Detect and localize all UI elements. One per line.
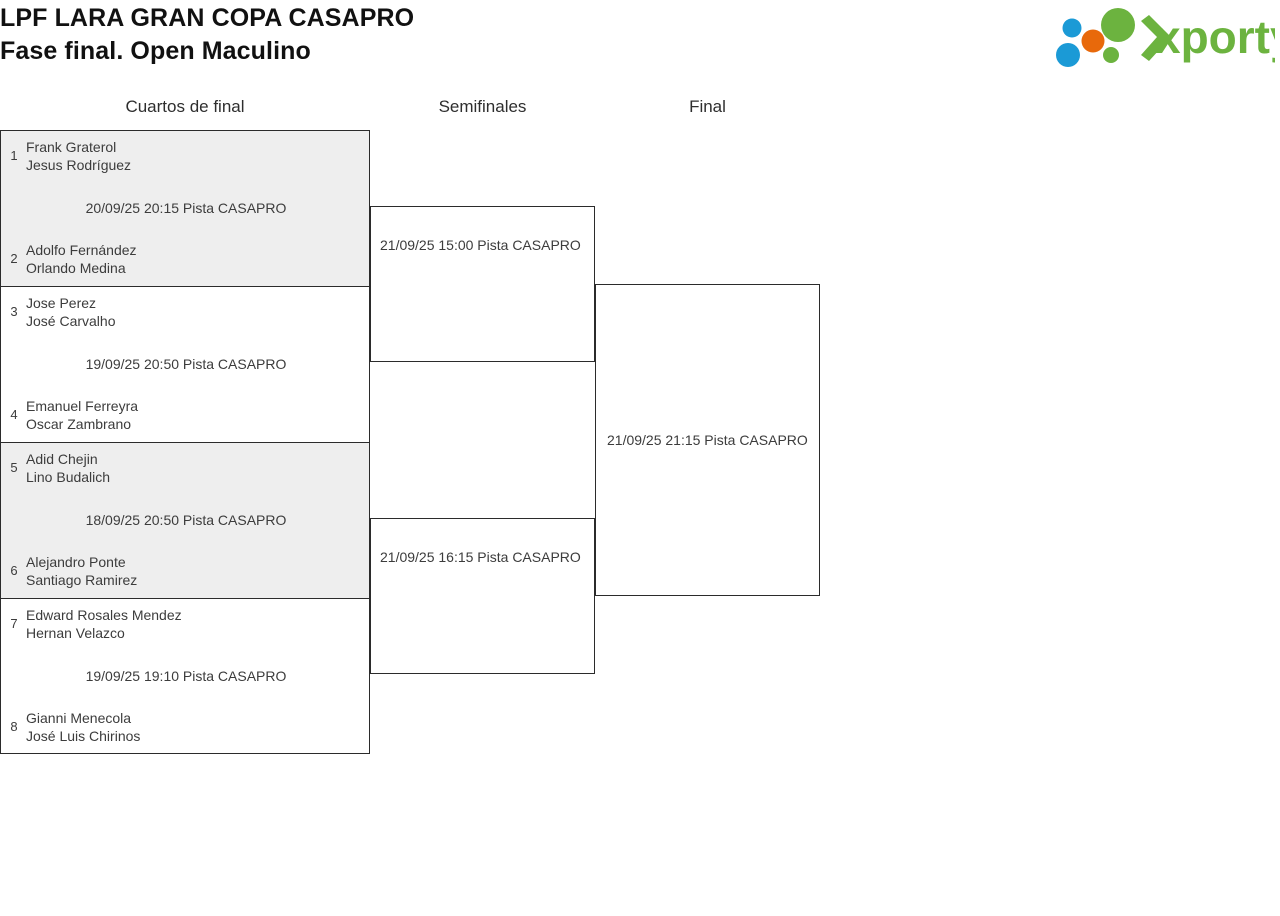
team-name: Alejandro Ponte Santiago Ramirez <box>26 553 361 589</box>
match-card-sf-1[interactable]: 21/09/25 15:00 Pista CASAPRO <box>370 206 595 362</box>
match-card-qf-1[interactable]: 1 Frank Graterol Jesus Rodríguez 20/09/2… <box>0 130 370 286</box>
match-card-qf-2[interactable]: 3 Jose Perez José Carvalho 19/09/25 20:5… <box>0 286 370 442</box>
match-card-sf-2[interactable]: 21/09/25 16:15 Pista CASAPRO <box>370 518 595 674</box>
seed-number: 1 <box>10 148 18 163</box>
match-schedule: 21/09/25 16:15 Pista CASAPRO <box>380 549 581 565</box>
tournament-phase: Fase final. Open Maculino <box>0 37 311 65</box>
match-schedule: 18/09/25 20:50 Pista CASAPRO <box>85 512 287 528</box>
logo-chevron <box>1141 15 1171 61</box>
logo-dot-blue-bottom <box>1056 43 1080 67</box>
player-name: Edward Rosales Mendez <box>26 607 182 623</box>
player-name: Orlando Medina <box>26 260 126 276</box>
match-card-qf-3[interactable]: 5 Adid Chejin Lino Budalich 18/09/25 20:… <box>0 442 370 598</box>
round-header-final: Final <box>689 97 726 116</box>
match-schedule: 21/09/25 21:15 Pista CASAPRO <box>607 432 808 448</box>
logo-dot-blue-top <box>1062 18 1082 38</box>
seed-number: 2 <box>10 251 18 266</box>
player-name: Gianni Menecola <box>26 710 132 726</box>
team-name: Emanuel Ferreyra Oscar Zambrano <box>26 397 361 433</box>
team-name: Edward Rosales Mendez Hernan Velazco <box>26 606 361 642</box>
tournament-name: LPF LARA GRAN COPA CASAPRO <box>0 4 415 32</box>
player-name: Adid Chejin <box>26 451 98 467</box>
team-name: Frank Graterol Jesus Rodríguez <box>26 138 361 174</box>
page-title: LPF LARA GRAN COPA CASAPRO Fase final. O… <box>0 2 900 68</box>
seed-number: 6 <box>10 563 18 578</box>
player-name: Frank Graterol <box>26 139 117 155</box>
seed-number: 5 <box>10 460 18 475</box>
seed-number: 8 <box>10 719 18 734</box>
round-header-semifinals: Semifinales <box>438 97 527 116</box>
player-name: José Carvalho <box>26 313 116 329</box>
player-name: Jesus Rodríguez <box>26 157 132 173</box>
logo-dot-green-small <box>1103 47 1119 63</box>
player-name: Jose Perez <box>26 295 97 311</box>
seed-number: 4 <box>10 407 18 422</box>
player-name: Alejandro Ponte <box>26 554 126 570</box>
player-name: Oscar Zambrano <box>26 416 132 432</box>
player-name: Santiago Ramirez <box>26 572 138 588</box>
match-schedule: 19/09/25 20:50 Pista CASAPRO <box>85 356 287 372</box>
seed-number: 3 <box>10 304 18 319</box>
player-name: Hernan Velazco <box>26 625 125 641</box>
player-name: Lino Budalich <box>26 469 111 485</box>
player-name: Emanuel Ferreyra <box>26 398 139 414</box>
logo-wordmark: xporty <box>1155 11 1275 63</box>
match-card-final[interactable]: 21/09/25 21:15 Pista CASAPRO <box>595 284 820 596</box>
team-name: Adid Chejin Lino Budalich <box>26 450 361 486</box>
match-schedule: 21/09/25 15:00 Pista CASAPRO <box>380 237 581 253</box>
team-name: Adolfo Fernández Orlando Medina <box>26 241 361 277</box>
logo-dot-green-large <box>1101 8 1135 42</box>
logo-dot-orange <box>1081 29 1105 53</box>
team-name: Gianni Menecola José Luis Chirinos <box>26 709 361 745</box>
player-name: Adolfo Fernández <box>26 242 137 258</box>
match-card-qf-4[interactable]: 7 Edward Rosales Mendez Hernan Velazco 1… <box>0 598 370 754</box>
seed-number: 7 <box>10 616 18 631</box>
match-schedule: 20/09/25 20:15 Pista CASAPRO <box>85 200 287 216</box>
match-schedule: 19/09/25 19:10 Pista CASAPRO <box>85 668 287 684</box>
xporty-logo: xporty <box>1053 3 1280 69</box>
player-name: José Luis Chirinos <box>26 728 141 744</box>
team-name: Jose Perez José Carvalho <box>26 294 361 330</box>
round-header-quarterfinals: Cuartos de final <box>125 97 245 116</box>
